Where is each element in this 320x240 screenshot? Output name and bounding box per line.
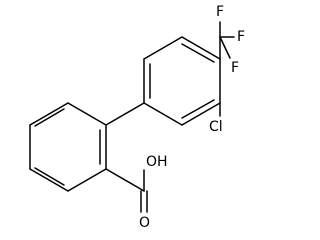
benzoic-acid-ring bbox=[29, 102, 107, 192]
double-bond-inner bbox=[34, 167, 65, 186]
trifluoromethyl-group: F F F bbox=[216, 4, 245, 76]
carboxyl-oh-label: OH bbox=[146, 154, 168, 170]
bond bbox=[67, 102, 107, 126]
double-bond-inner bbox=[34, 108, 65, 127]
fluorine-right-label: F bbox=[237, 29, 245, 45]
chloro-substituent: Cl bbox=[209, 102, 223, 135]
biaryl-bond bbox=[105, 102, 145, 126]
chemical-structure: OH O Cl F F F bbox=[29, 4, 245, 231]
bond bbox=[67, 168, 107, 192]
bond bbox=[143, 102, 183, 126]
chlorine-label: Cl bbox=[209, 119, 223, 135]
bond bbox=[181, 102, 221, 126]
carboxylic-acid-group: OH O bbox=[105, 154, 168, 231]
bond bbox=[181, 36, 221, 60]
bond bbox=[29, 168, 69, 192]
substituted-phenyl-ring bbox=[143, 36, 221, 126]
bond bbox=[29, 102, 69, 126]
bond bbox=[143, 36, 183, 60]
fluorine-top-label: F bbox=[216, 4, 224, 20]
bond bbox=[219, 36, 231, 59]
double-bond-inner bbox=[181, 99, 215, 119]
double-bond-inner bbox=[181, 43, 215, 63]
bond bbox=[105, 168, 145, 192]
fluorine-bottom-label: F bbox=[231, 60, 239, 76]
carbonyl-oxygen-label: O bbox=[139, 215, 150, 231]
